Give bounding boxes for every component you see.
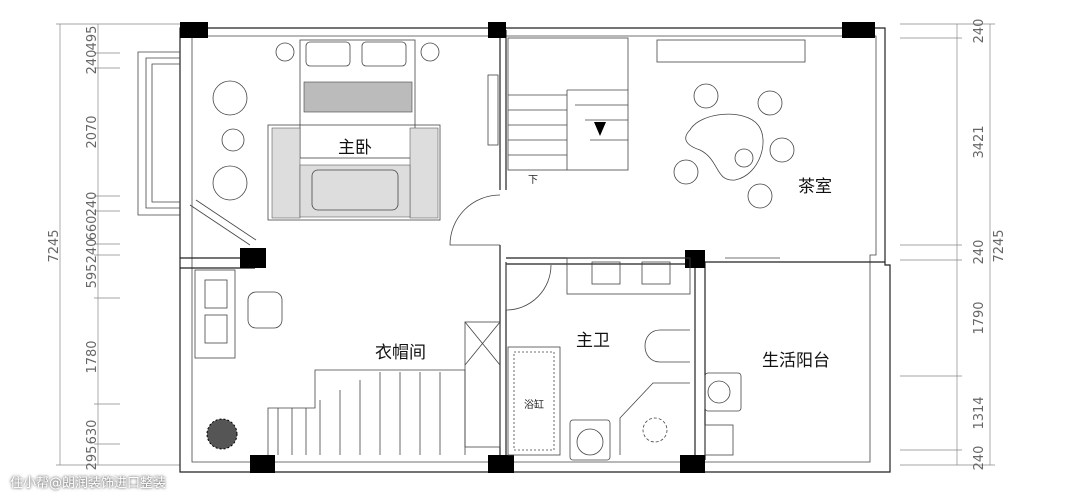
room-label-utility-balcony: 生活阳台 [762, 351, 830, 371]
dim-right-4: 1314 [972, 396, 987, 429]
dim-left-5: 240 [85, 239, 100, 264]
bed [267, 39, 441, 221]
staircase [487, 37, 629, 171]
room-label-tea-room: 茶室 [798, 177, 832, 197]
room-label-master-bedroom: 主卧 [338, 138, 372, 158]
outer-walls [137, 27, 891, 473]
dim-left-4: 660 [85, 216, 100, 241]
dim-right-2: 240 [972, 240, 987, 265]
dim-left-9: 295 [85, 446, 100, 471]
stair-down-label: 下 [528, 175, 538, 186]
lounge-chairs [212, 80, 248, 201]
dim-right-3: 1790 [972, 301, 987, 334]
dim-right-0: 240 [972, 19, 987, 44]
left-dimension-labels: 7245 495 240 2070 240 660 240 595 1780 6… [47, 26, 100, 471]
dim-right-total: 7245 [992, 229, 1007, 262]
dim-left-7: 1780 [85, 340, 100, 373]
room-label-cloakroom: 衣帽间 [375, 343, 426, 363]
closet-stairs [267, 321, 501, 455]
dim-right-1: 3421 [972, 125, 987, 158]
plant-icon [206, 418, 238, 450]
columns [180, 22, 875, 473]
dim-left-6: 595 [85, 264, 100, 289]
right-dimension-labels: 7245 240 3421 240 1790 1314 240 [972, 19, 1007, 471]
dim-left-8: 630 [85, 420, 100, 445]
desk-and-chair [194, 269, 283, 359]
dim-left-0: 495 [85, 26, 100, 51]
left-dimension-lines [56, 23, 180, 466]
balcony-fixtures [704, 257, 780, 456]
right-dimension-lines [900, 23, 995, 466]
watermark: 住小帮@朗润装饰进口整装 [10, 476, 167, 491]
tea-table-set [656, 39, 806, 209]
bathtub-label: 浴缸 [524, 398, 544, 411]
dim-left-1: 240 [85, 50, 100, 75]
bathroom-fixtures [507, 257, 691, 461]
dim-left-total: 7245 [47, 229, 62, 262]
dim-left-2: 2070 [85, 115, 100, 148]
dim-left-3: 240 [85, 192, 100, 217]
dim-right-5: 240 [972, 446, 987, 471]
interior-walls [180, 30, 885, 460]
room-label-master-bath: 主卫 [576, 331, 610, 351]
